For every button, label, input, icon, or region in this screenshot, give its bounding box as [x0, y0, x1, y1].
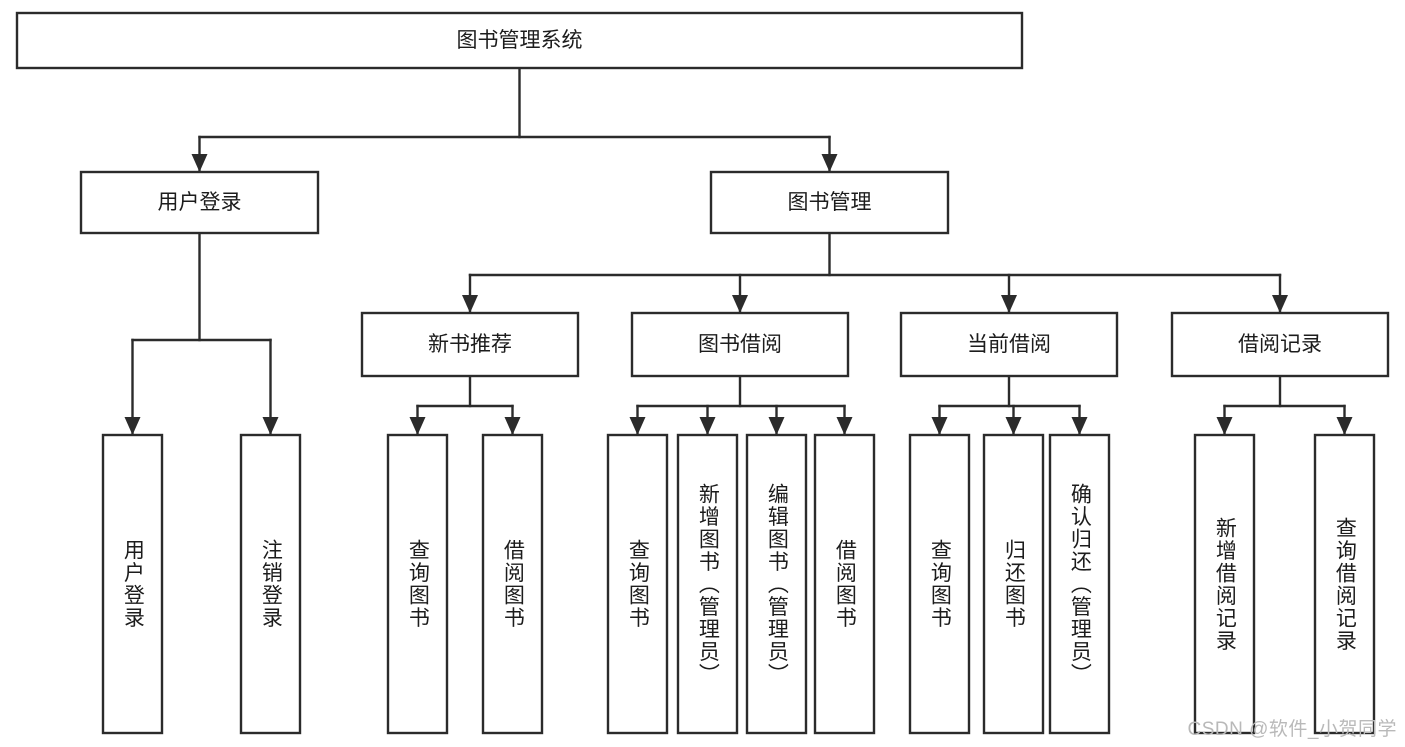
node-box-leaf-0[interactable]	[101, 433, 164, 735]
node-label-l2-1: 图书管理	[788, 191, 872, 214]
node-label-l3-2: 当前借阅	[967, 333, 1051, 356]
arrow-head-icon	[1336, 417, 1353, 435]
node-box-l2-1[interactable]	[709, 170, 950, 235]
node-box-l3-1[interactable]	[630, 311, 850, 378]
watermark-text: CSDN @软件_小贺同学	[1187, 719, 1397, 740]
arrow-head-icon	[836, 417, 853, 435]
node-label-l3-1: 图书借阅	[698, 333, 782, 356]
node-box-leaf-10[interactable]	[1048, 433, 1111, 735]
arrow-head-icon	[262, 417, 279, 435]
node-box-l2-0[interactable]	[79, 170, 320, 235]
node-box-leaf-8[interactable]	[908, 433, 971, 735]
arrow-head-icon	[1272, 295, 1288, 313]
arrow-head-icon	[462, 295, 478, 313]
node-label-l3-0: 新书推荐	[428, 333, 512, 356]
arrow-head-icon	[124, 417, 141, 435]
node-box-leaf-12[interactable]	[1313, 433, 1376, 735]
node-box-leaf-5[interactable]	[676, 433, 739, 735]
node-label-root-0: 图书管理系统	[457, 29, 583, 52]
connector-layer	[124, 66, 1353, 436]
node-box-leaf-3[interactable]	[481, 433, 544, 735]
arrow-head-icon	[629, 417, 646, 435]
node-box-leaf-1[interactable]	[239, 433, 302, 735]
node-box-leaf-4[interactable]	[606, 433, 669, 735]
arrow-head-icon	[768, 417, 785, 435]
arrow-head-icon	[732, 295, 748, 313]
arrow-head-icon	[699, 417, 716, 435]
node-box-leaf-2[interactable]	[386, 433, 449, 735]
arrow-head-icon	[931, 417, 948, 435]
node-box-l3-3[interactable]	[1170, 311, 1390, 378]
node-label-l2-0: 用户登录	[158, 191, 242, 214]
arrow-head-icon	[1071, 417, 1088, 435]
arrow-head-icon	[1216, 417, 1233, 435]
arrow-head-icon	[1005, 417, 1022, 435]
node-box-leaf-6[interactable]	[745, 433, 808, 735]
node-box-leaf-7[interactable]	[813, 433, 876, 735]
node-box-layer	[15, 11, 1390, 735]
arrow-head-icon	[821, 154, 838, 172]
arrow-head-icon	[1001, 295, 1017, 313]
node-box-leaf-9[interactable]	[982, 433, 1045, 735]
arrow-head-icon	[191, 154, 208, 172]
arrow-head-icon	[409, 417, 426, 435]
node-box-leaf-11[interactable]	[1193, 433, 1256, 735]
arrow-head-icon	[504, 417, 521, 435]
node-box-l3-0[interactable]	[360, 311, 580, 378]
node-box-l3-2[interactable]	[899, 311, 1119, 378]
node-box-root-0[interactable]	[15, 11, 1024, 70]
node-label-l3-3: 借阅记录	[1238, 333, 1322, 356]
